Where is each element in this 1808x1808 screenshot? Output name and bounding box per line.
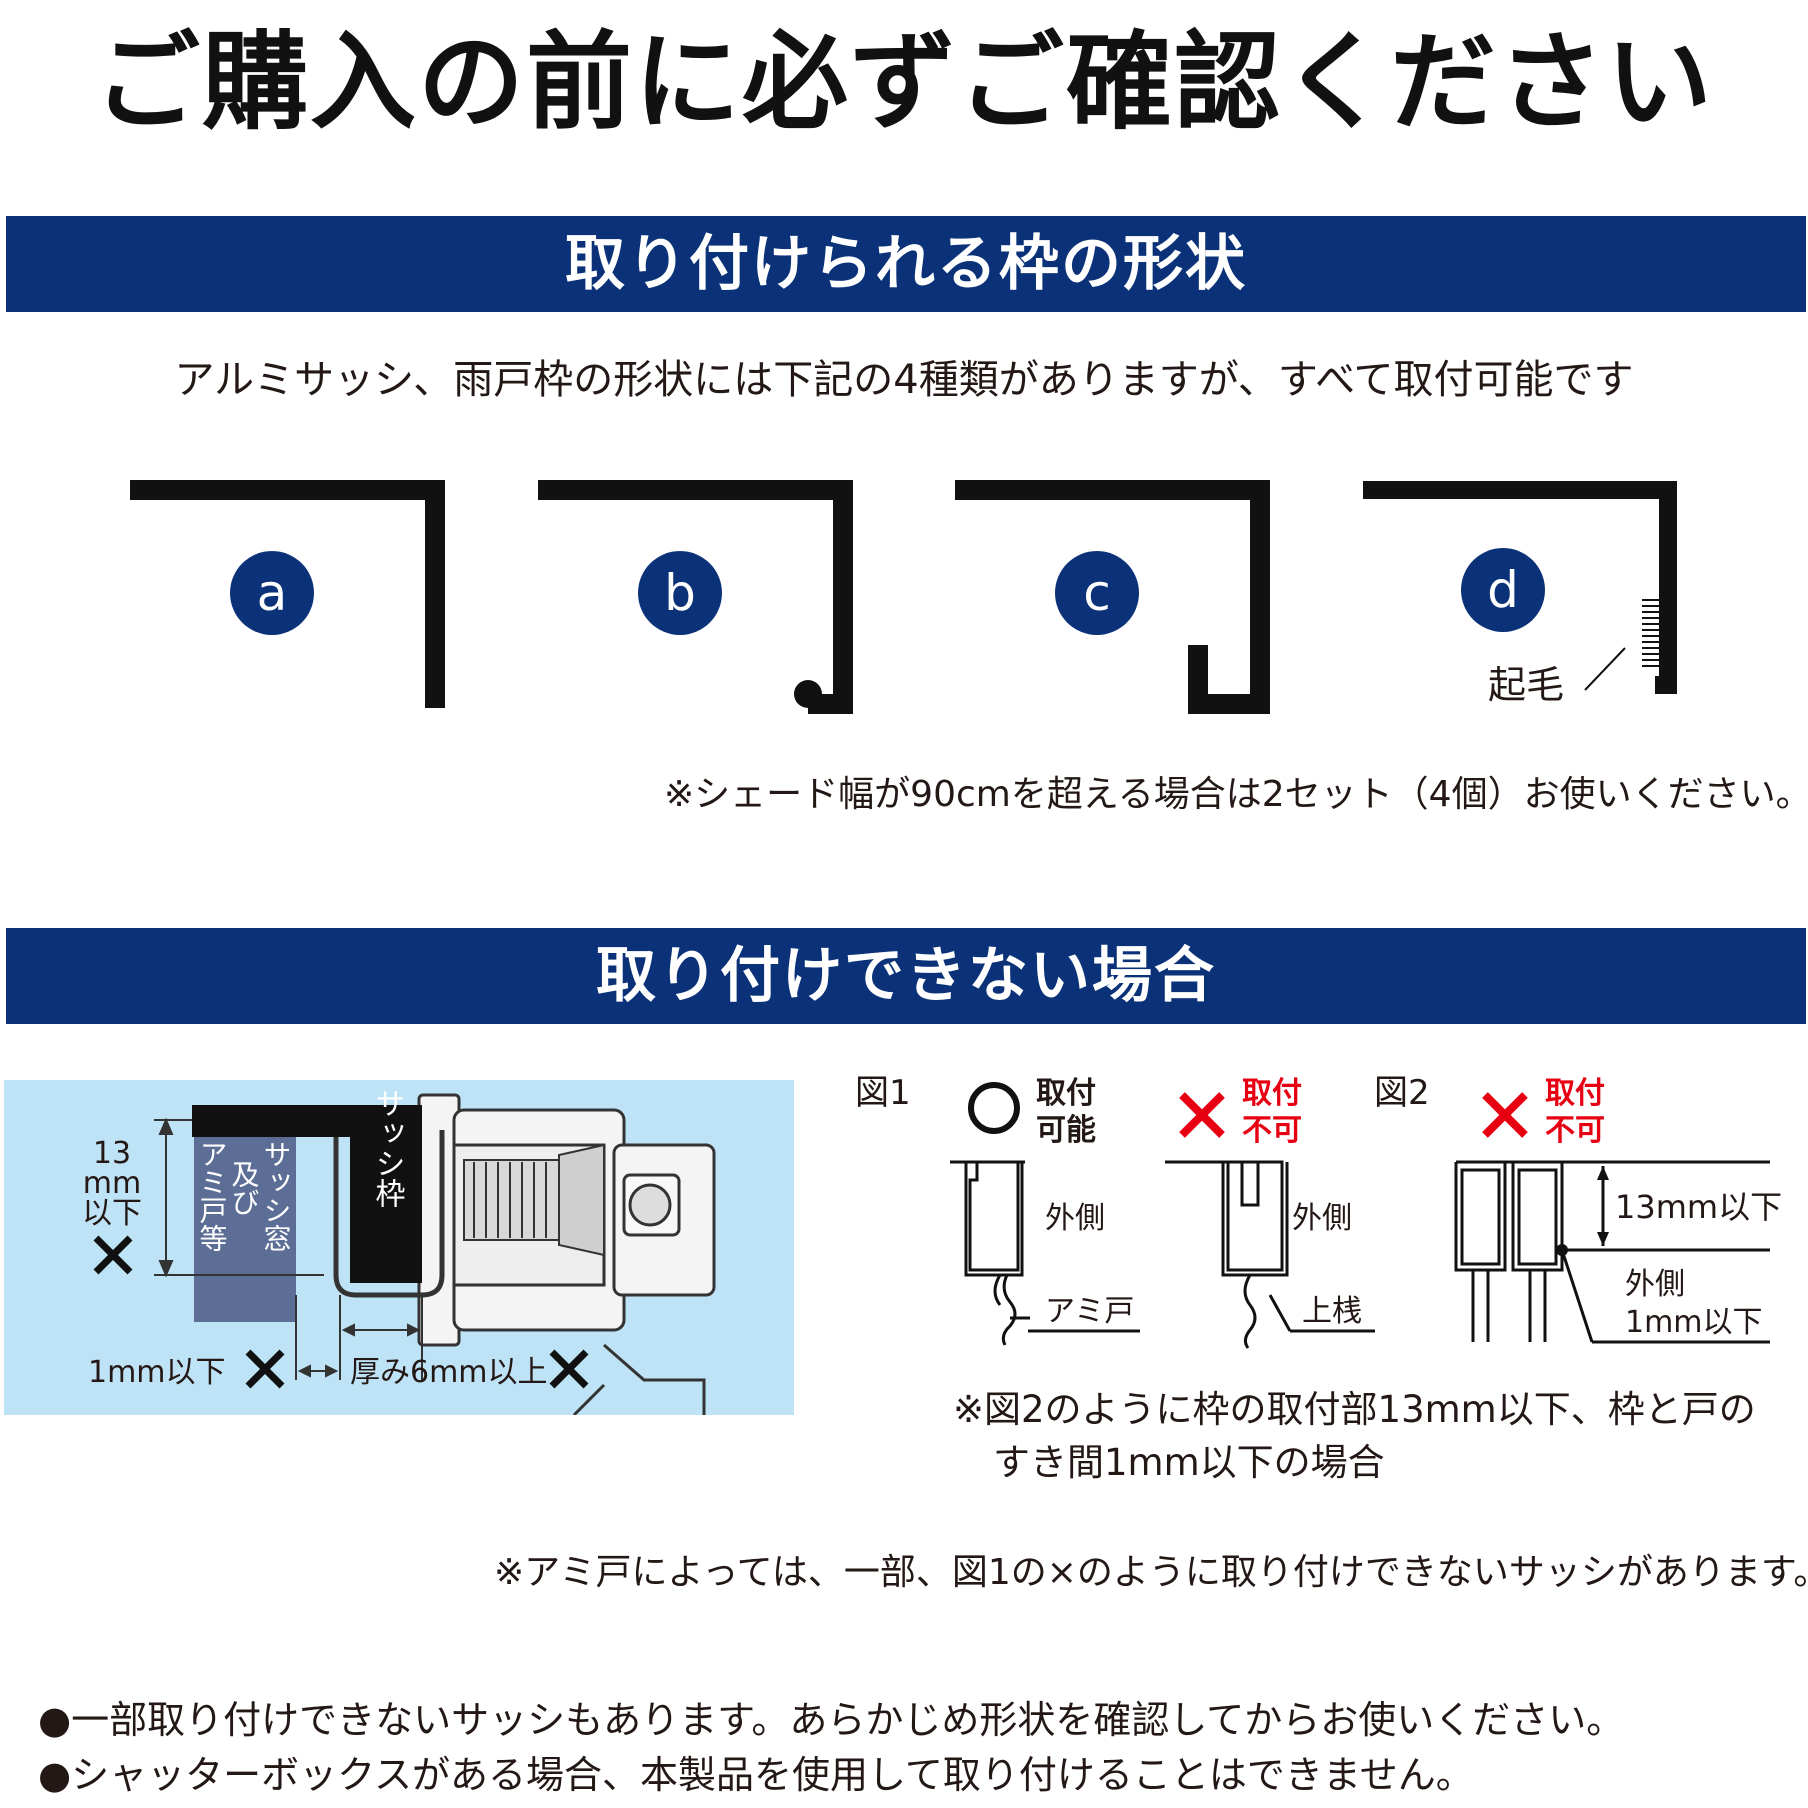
clamp-diagram: サッシ枠 サッシ窓 及び アミ戸等 13 mm 以下 <box>4 1080 794 1417</box>
sash-frame-label: サッシ枠 <box>370 1088 406 1208</box>
fig2-dim-label: 13mm以下 <box>1615 1188 1782 1226</box>
badge-b-label: b <box>664 564 696 622</box>
fig2-note-line2: すき間1mm以下の場合 <box>993 1441 1385 1484</box>
frame-shape-b: b <box>538 480 853 714</box>
clamp-diagram-svg: サッシ枠 サッシ窓 及び アミ戸等 13 mm 以下 <box>4 1080 794 1417</box>
fig1-label: 図1 <box>855 1073 911 1113</box>
cross-icon <box>93 1235 133 1275</box>
badge-c <box>1055 551 1139 635</box>
fig2-ng-line2: 不可 <box>1545 1113 1605 1148</box>
ok-circle-icon <box>968 1082 1020 1134</box>
ok-line1: 取付 <box>1036 1076 1096 1111</box>
dim-height-line3: 以下 <box>82 1196 142 1231</box>
ng-cross-icon <box>1179 1092 1225 1138</box>
badge-a <box>230 551 314 635</box>
raised-pile-label: 起毛 <box>1488 663 1564 707</box>
intro-text: アルミサッシ、雨戸枠の形状には下記の4種類がありますが、すべて取付可能です <box>174 357 1634 403</box>
dim-height-line1: 13 <box>93 1136 131 1171</box>
badge-c-label: c <box>1083 564 1111 622</box>
badge-a-label: a <box>257 564 288 622</box>
frame-shapes: a b c d <box>0 460 1808 720</box>
frame-shape-c: c <box>955 480 1270 714</box>
ok-line2: 可能 <box>1036 1113 1096 1148</box>
fig1-ng-outside-label: 外側 <box>1292 1201 1352 1236</box>
fig-diagrams: 図1 取付 可能 取付 不可 外側 アミ戸 <box>840 1070 1808 1350</box>
section-heading-mountable: 取り付けられる枠の形状 <box>6 216 1806 312</box>
frame-shape-d: d 起毛 <box>1363 481 1677 707</box>
cross-icon <box>549 1349 589 1389</box>
fig1-ng-line1: 取付 <box>1242 1076 1302 1111</box>
width-note: ※シェード幅が90cmを超える場合は2セット（4個）お使いください。 <box>664 774 1808 815</box>
sash-window-line2: 及び <box>228 1160 261 1216</box>
page-title: ご購入の前に必ずご確認ください <box>94 21 1714 144</box>
sash-window-line3: アミ戸等 <box>196 1140 229 1252</box>
ng-cross-icon <box>1482 1092 1528 1138</box>
badge-d-label: d <box>1487 561 1519 619</box>
fig1-ng-line2: 不可 <box>1242 1113 1302 1148</box>
footer-line-2: ●シャッターボックスがある場合、本製品を使用して取り付けることはできません。 <box>38 1753 1474 1797</box>
fig2-gap-line2: 1mm以下 <box>1625 1305 1763 1340</box>
badge-d <box>1461 548 1545 632</box>
fig2-gap-line1: 外側 <box>1625 1267 1685 1302</box>
frame-shape-a: a <box>130 480 445 708</box>
gap-label: 1mm以下 <box>88 1355 226 1390</box>
fig2-note-line1: ※図2のように枠の取付部13mm以下、枠と戸の <box>953 1388 1756 1431</box>
footer-line-1: ●一部取り付けできないサッシもあります。あらかじめ形状を確認してからお使いくださ… <box>38 1698 1625 1742</box>
fig2-ng-line1: 取付 <box>1545 1076 1605 1111</box>
fig2-label: 図2 <box>1374 1073 1430 1113</box>
thickness-label: 厚み6mm以上 <box>350 1355 548 1390</box>
cross-icon <box>245 1349 285 1389</box>
screen-door-label: アミ戸 <box>1045 1294 1134 1329</box>
top-rail-label: 上桟 <box>1302 1294 1362 1329</box>
frame-shapes-svg: a b c d <box>130 480 1677 714</box>
screen-door-note: ※アミ戸によっては、一部、図1の×のように取り付けできないサッシがあります。 <box>494 1552 1808 1593</box>
fig-diagrams-svg: 図1 取付 可能 取付 不可 外側 アミ戸 <box>855 1073 1782 1349</box>
section-heading-not-mountable: 取り付けできない場合 <box>6 928 1806 1024</box>
sash-window-line1: サッシ窓 <box>260 1140 293 1252</box>
badge-b <box>638 551 722 635</box>
dim-height-line2: mm <box>83 1166 141 1201</box>
fig1-outside-label: 外側 <box>1045 1201 1105 1236</box>
